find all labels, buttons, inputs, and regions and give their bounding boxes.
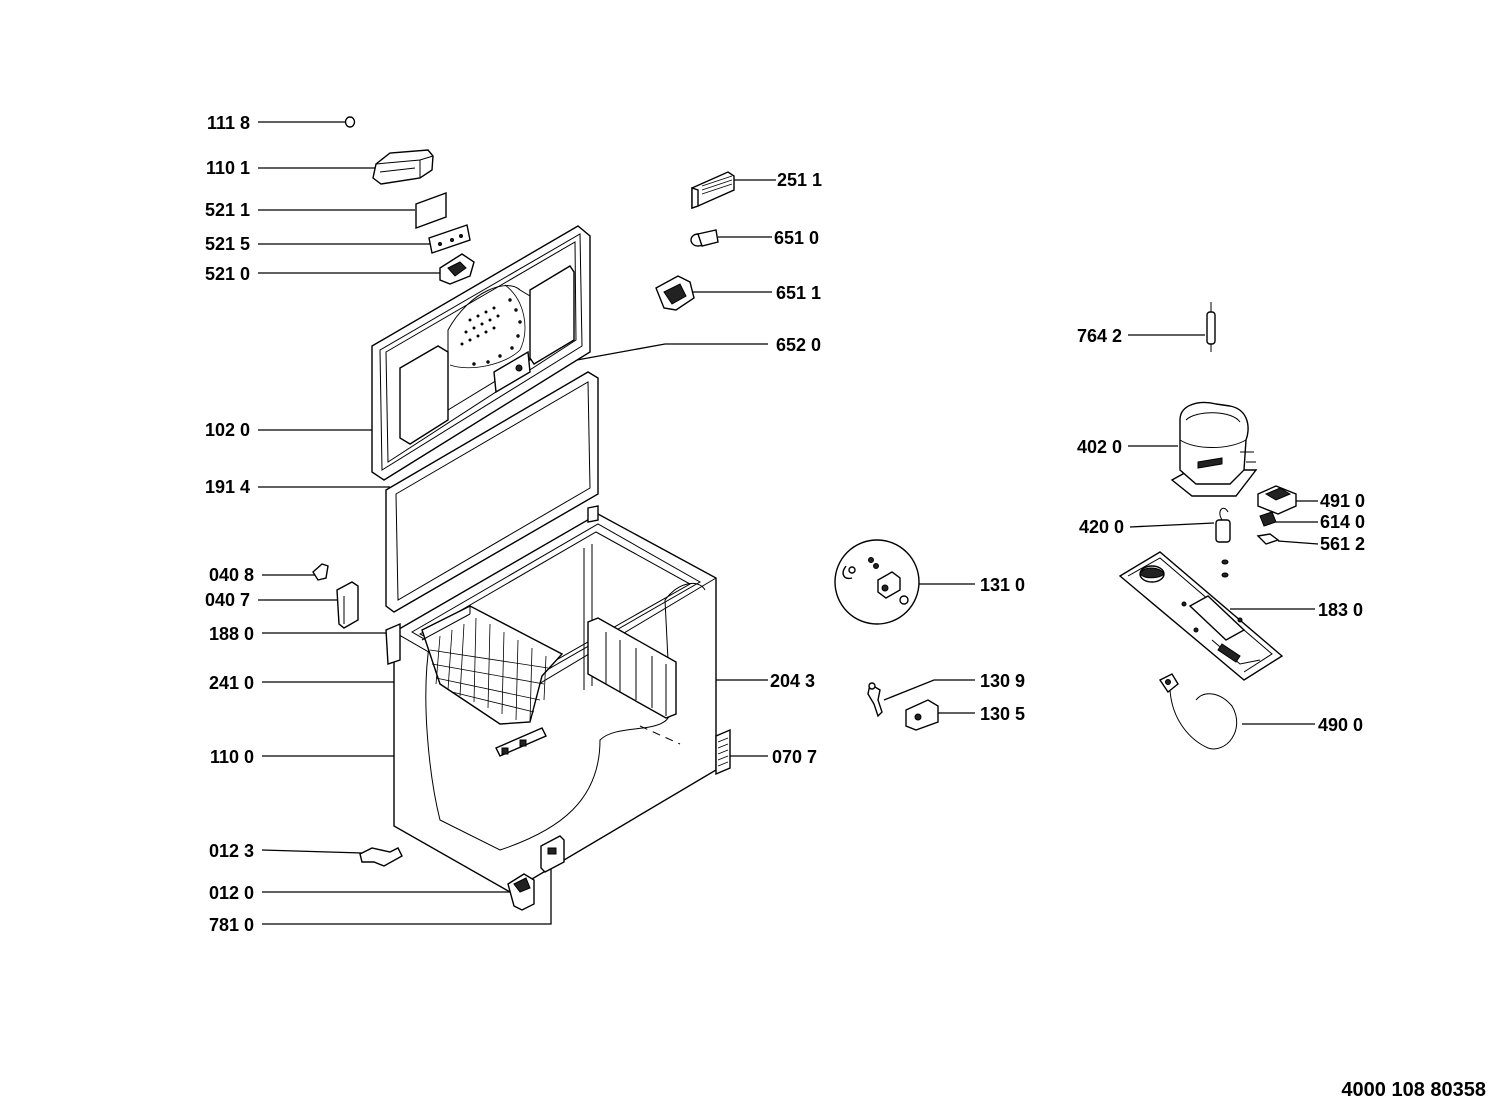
callout-561-2: 561 2 (1277, 534, 1365, 554)
relay-clip-part (1256, 533, 1280, 545)
callout-183-0: 183 0 (1230, 600, 1363, 620)
callout-651-0: 651 0 (718, 228, 819, 248)
base-plate-part (1118, 551, 1284, 681)
callout-label: 131 0 (980, 575, 1025, 595)
callout-label: 204 3 (770, 671, 815, 691)
callout-label: 614 0 (1320, 512, 1365, 532)
callout-651-1: 651 1 (690, 283, 821, 303)
capacitor-part (1215, 507, 1231, 578)
relay-cover-part (1257, 485, 1297, 515)
callout-label: 651 0 (774, 228, 819, 248)
callout-110-1: 110 1 (206, 158, 375, 178)
callout-label: 490 0 (1318, 715, 1363, 735)
basket-part (421, 605, 564, 725)
foot-part (507, 873, 535, 911)
callout-label: 012 3 (209, 841, 254, 861)
callout-251-1: 251 1 (730, 170, 822, 190)
callout-label: 402 0 (1077, 437, 1122, 457)
lid-handle-part (372, 149, 434, 185)
callout-label: 251 1 (777, 170, 822, 190)
cap-part (344, 116, 356, 128)
callout-130-5: 130 5 (938, 704, 1025, 724)
rail-part (495, 727, 547, 757)
callout-label: 130 5 (980, 704, 1025, 724)
callout-131-0: 131 0 (918, 575, 1025, 595)
callout-label: 651 1 (776, 283, 821, 303)
callout-040-8: 040 8 (209, 565, 316, 585)
callout-490-0: 490 0 (1242, 715, 1363, 735)
relay-part (1259, 511, 1277, 527)
power-cord-part (1158, 673, 1238, 750)
lid-part (371, 225, 591, 481)
label-plate-part (415, 191, 447, 230)
callout-label: 130 9 (980, 671, 1025, 691)
callout-420-0: 420 0 (1079, 517, 1215, 537)
callout-label: 764 2 (1077, 326, 1122, 346)
callout-102-0: 102 0 (205, 420, 376, 440)
lamp-bulb-part (690, 229, 719, 247)
callout-label: 110 1 (206, 158, 250, 178)
callout-764-2: 764 2 (1077, 326, 1205, 346)
callout-label: 102 0 (205, 420, 250, 440)
callout-521-5: 521 5 (205, 234, 430, 254)
callout-012-3: 012 3 (209, 841, 363, 861)
lamp-holder-part (655, 275, 695, 311)
divider-part (587, 617, 677, 719)
plate-holder-part (540, 835, 565, 873)
callout-191-4: 191 4 (205, 477, 390, 497)
callout-label: 040 8 (209, 565, 254, 585)
foot-bracket-part (359, 847, 403, 867)
callout-label: 241 0 (209, 673, 254, 693)
clip-part (312, 563, 329, 581)
light-housing-part (439, 253, 475, 285)
filter-drier-part (1206, 302, 1216, 352)
callout-521-0: 521 0 (205, 264, 440, 284)
callout-188-0: 188 0 (209, 624, 393, 644)
hinge-part (336, 581, 359, 629)
callout-130-9: 130 9 (883, 671, 1025, 701)
document-number: 4000 108 80358 (1341, 1079, 1486, 1101)
callout-402-0: 402 0 (1077, 437, 1178, 457)
callout-521-1: 521 1 (205, 200, 415, 220)
filter-part (691, 171, 735, 209)
callout-label: 561 2 (1320, 534, 1365, 554)
callout-label: 781 0 (209, 915, 254, 935)
callout-070-7: 070 7 (730, 747, 817, 767)
callout-label: 491 0 (1320, 491, 1365, 511)
callout-012-0: 012 0 (209, 883, 516, 903)
callout-614-0: 614 0 (1276, 512, 1365, 532)
thermostat-detail-part (834, 539, 920, 625)
callout-781-0: 781 0 (209, 865, 552, 935)
vent-grille-part (715, 728, 731, 776)
bracket-part (428, 224, 471, 254)
callout-label: 420 0 (1079, 517, 1124, 537)
key-part (867, 682, 883, 718)
gasket-part (385, 371, 599, 613)
callout-label: 521 5 (205, 234, 250, 254)
callout-label: 183 0 (1318, 600, 1363, 620)
callout-label: 521 1 (205, 200, 250, 220)
callout-040-7: 040 7 (205, 590, 340, 610)
compressor-part (1170, 401, 1258, 497)
callout-label: 521 0 (205, 264, 250, 284)
callout-label: 652 0 (776, 335, 821, 355)
lid-speckle-pattern (460, 298, 522, 366)
callout-label: 070 7 (772, 747, 817, 767)
callout-label: 040 7 (205, 590, 250, 610)
callout-label: 111 8 (207, 113, 250, 133)
callout-111-8: 111 8 (207, 113, 345, 133)
callout-491-0: 491 0 (1296, 491, 1365, 511)
callout-label: 110 0 (210, 747, 254, 767)
lock-part (905, 699, 939, 731)
callout-label: 012 0 (209, 883, 254, 903)
callout-label: 191 4 (205, 477, 250, 497)
callout-label: 188 0 (209, 624, 254, 644)
